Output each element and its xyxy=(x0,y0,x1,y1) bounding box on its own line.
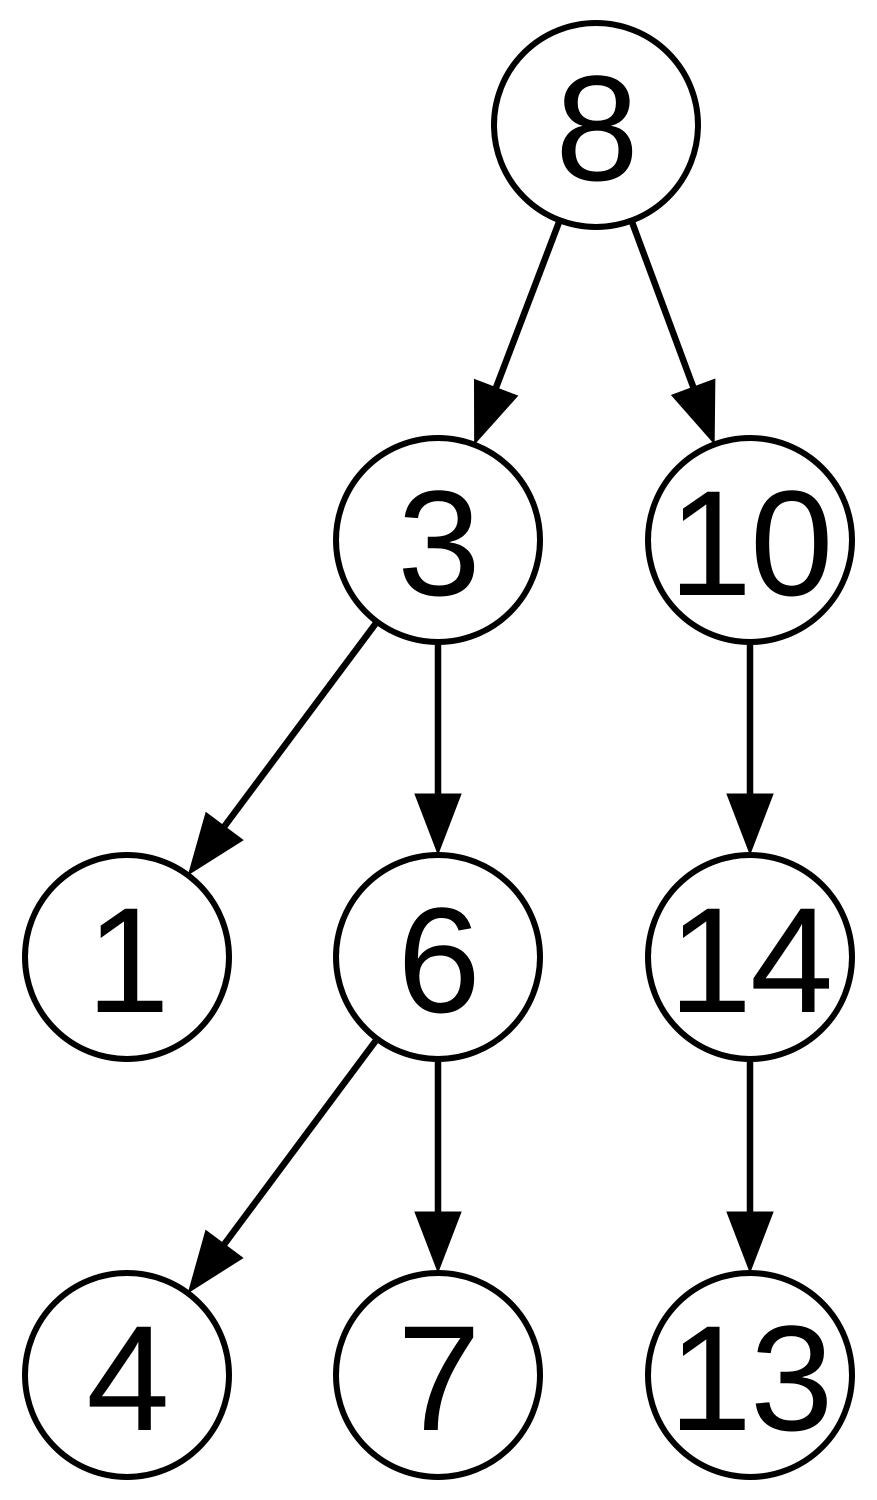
node-label: 8 xyxy=(555,44,636,212)
node-circle[interactable] xyxy=(22,852,232,1062)
node-circle[interactable] xyxy=(491,20,701,230)
edge-line xyxy=(219,1037,380,1250)
node-circle[interactable] xyxy=(333,852,543,1062)
edge-arrowhead-icon xyxy=(726,1211,774,1274)
graph-node[interactable]: 14 xyxy=(645,852,855,1062)
node-circle[interactable] xyxy=(22,1270,232,1480)
node-circle[interactable] xyxy=(645,1270,855,1480)
edge-arrowhead-icon xyxy=(670,378,716,445)
node-label: 1 xyxy=(86,876,167,1044)
edge-line xyxy=(219,620,380,832)
edges-layer xyxy=(187,220,774,1294)
edge-arrowhead-icon xyxy=(187,1229,244,1294)
node-circle[interactable] xyxy=(333,435,543,645)
edge-arrowhead-icon xyxy=(726,793,774,856)
graph-edge xyxy=(187,620,380,876)
graph-edge xyxy=(726,1060,774,1274)
graph-edge xyxy=(414,1060,462,1274)
graph-node[interactable]: 7 xyxy=(333,1270,543,1480)
node-label: 14 xyxy=(669,876,832,1044)
graph-node[interactable]: 1 xyxy=(22,852,232,1062)
graph-edge xyxy=(414,643,462,856)
graph-node[interactable]: 10 xyxy=(645,435,855,645)
node-label: 10 xyxy=(669,459,832,627)
graph-edge xyxy=(473,220,563,446)
node-circle[interactable] xyxy=(333,1270,543,1480)
node-label: 3 xyxy=(397,459,478,627)
node-circle[interactable] xyxy=(645,435,855,645)
graph-node[interactable]: 4 xyxy=(22,1270,232,1480)
edge-line xyxy=(491,220,563,393)
node-label: 7 xyxy=(397,1294,478,1462)
graph-node[interactable]: 8 xyxy=(491,20,701,230)
graph-node[interactable]: 6 xyxy=(333,852,543,1062)
edge-arrowhead-icon xyxy=(414,793,462,856)
graph-edge xyxy=(187,1037,380,1294)
node-label: 4 xyxy=(86,1294,167,1462)
edge-arrowhead-icon xyxy=(473,378,519,446)
edge-arrowhead-icon xyxy=(414,1211,462,1274)
node-label: 6 xyxy=(397,876,478,1044)
nodes-layer: 8 3 10 1 6 14 4 7 13 xyxy=(22,20,855,1480)
node-circle[interactable] xyxy=(645,852,855,1062)
edge-arrowhead-icon xyxy=(187,811,244,876)
graph-node[interactable]: 13 xyxy=(645,1270,855,1480)
graph-node[interactable]: 3 xyxy=(333,435,543,645)
graph-edge xyxy=(628,220,716,445)
graph-edge xyxy=(726,643,774,856)
edge-line xyxy=(628,220,698,393)
node-label: 13 xyxy=(669,1294,832,1462)
